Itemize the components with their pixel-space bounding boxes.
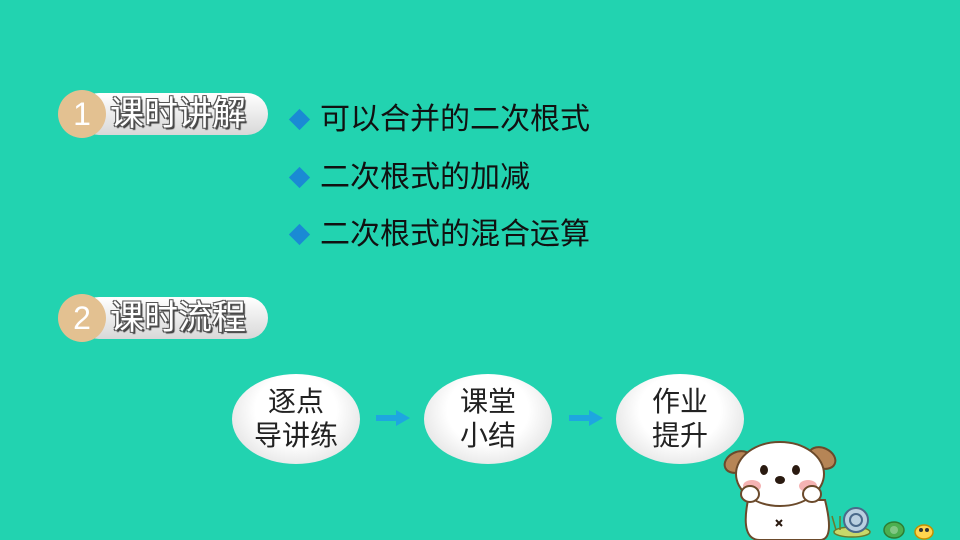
flow-step-line: 课堂 [459,385,516,418]
diamond-bullet-icon [288,108,311,131]
flow-step-homework[interactable]: 作业 提升 [616,374,744,464]
flow-step-line: 作业 [651,385,708,418]
diamond-bullet-icon [288,223,311,246]
flow-step-line: 提升 [651,419,708,452]
topic-text: 二次根式的混合运算 [320,217,590,252]
flow-step-line: 逐点 [267,385,324,418]
flow-step-summary[interactable]: 课堂 小结 [424,374,552,464]
section-title: 课时流程 [110,298,246,338]
section-title: 课时讲解 [110,94,246,134]
section-pill [78,297,268,339]
section-number-badge: 1 [58,90,106,138]
topic-text: 二次根式的加减 [320,160,530,195]
topic-text: 可以合并的二次根式 [320,102,590,137]
flow-step-line: 小结 [459,419,516,452]
diamond-bullet-icon [288,166,311,189]
section-number-badge: 2 [58,294,106,342]
section-pill [78,93,268,135]
flow-step-lecture[interactable]: 逐点 导讲练 [232,374,360,464]
puppy-mascot-icon [723,441,934,540]
flow-step-line: 导讲练 [253,419,338,452]
right-arrow-icon [376,410,410,426]
right-arrow-icon [569,410,603,426]
